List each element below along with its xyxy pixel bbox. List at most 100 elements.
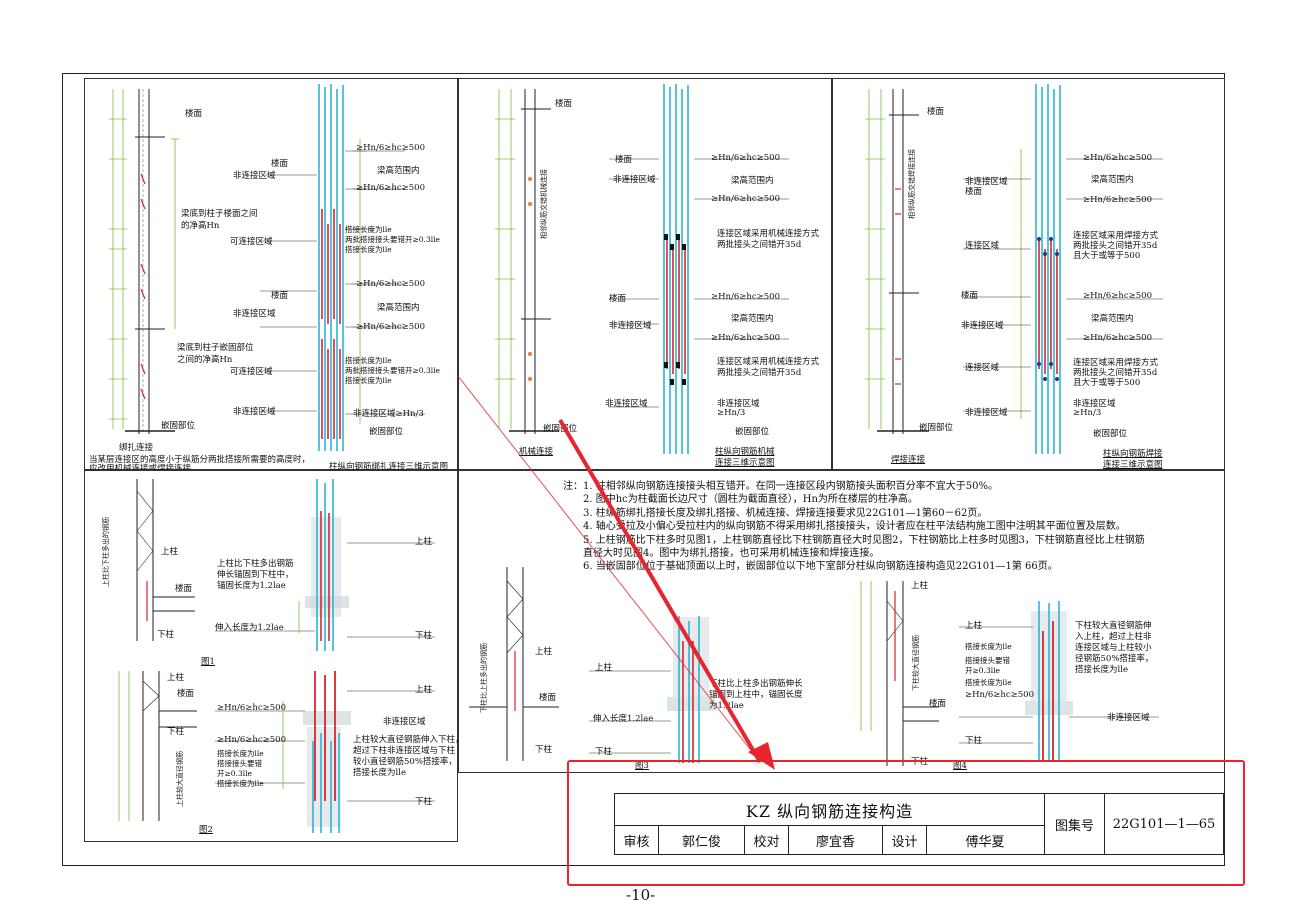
connection-zone-label: 连接区域 xyxy=(965,363,1000,373)
fig4-note-4: 径钢筋50%搭接率， xyxy=(1075,654,1154,664)
signature-row: 审核 郭仁俊 校对 廖宜香 设计 傅华夏 xyxy=(615,826,1045,854)
fig3-caption: 图3 xyxy=(635,761,649,771)
floor-label: 楼面 xyxy=(965,187,983,197)
lap-length-label: 搭接长度为lle xyxy=(345,376,392,385)
embed-label: 嵌固部位 xyxy=(1093,429,1128,439)
mech-caption: 机械连接 xyxy=(519,447,554,457)
bind-bottom-note-1: 当某层连接区的高度小于纵筋分两批搭接所需要的高度时， xyxy=(89,455,311,465)
beam-range-label: 梁高范围内 xyxy=(377,166,420,176)
note-item: 4. 轴心受拉及小偏心受拉柱内的纵向钢筋不得采用绑扎搭接接头，设计者应在柱平法结… xyxy=(583,521,1126,533)
upper-column-label: 上柱 xyxy=(595,663,613,673)
floor-label: 楼面 xyxy=(185,109,203,119)
non-connection-label: 非连接区域 xyxy=(383,717,426,727)
fig1-note-3: 锚固长度为1.2lae xyxy=(217,581,286,591)
lap-stagger-label: 两批搭接接头要错开≥0.3lle xyxy=(345,235,440,244)
fig2-note-2: 超过下柱非连接区域与下柱 xyxy=(353,746,456,756)
fig1-extend-label: 伸入长度为1.2lae xyxy=(215,623,284,633)
fig4-note-5: 搭接长度为lle xyxy=(1075,665,1128,675)
floor-label: 楼面 xyxy=(271,291,289,301)
lower-column-label: 下柱 xyxy=(167,727,185,737)
title-block: KZ 纵向钢筋连接构造 审核 郭仁俊 校对 廖宜香 设计 傅华夏 图集号 22G… xyxy=(614,793,1224,855)
fig2-caption: 图2 xyxy=(199,825,213,835)
fig4-side-note: 下柱较大直径钢筋 xyxy=(912,635,920,691)
bind-caption: 绑扎连接 xyxy=(119,443,154,453)
weld-view-caption-1: 柱纵向钢筋焊接 xyxy=(1103,449,1163,459)
dim-top-label: ≥Hn/6≥hc≥500 xyxy=(711,153,780,163)
check-name: 廖宜香 xyxy=(789,826,883,854)
lap-stagger-label: 搭接接头要错 xyxy=(965,656,1010,665)
fig4-note-3: 连接区域与上柱较小 xyxy=(1075,643,1152,653)
mech-conn-note-2: 两批接头之间错开35d xyxy=(717,240,802,250)
non-connection-bottom-label: 非连接区域 xyxy=(605,399,648,409)
upper-column-label: 上柱 xyxy=(415,685,433,695)
lower-column-label: 下柱 xyxy=(911,757,929,767)
weld-side-note: 相邻纵筋交错焊接连接 xyxy=(908,149,916,219)
note-item: 6. 当嵌固部位位于基础顶面以上时，嵌固部位以下地下室部分柱纵向钢筋连接构造见2… xyxy=(583,561,1058,573)
connection-zone-label: 可连接区域 xyxy=(230,237,273,247)
weld-caption: 焊接连接 xyxy=(891,455,926,465)
bind-drawing xyxy=(109,84,425,451)
non-connection-label: 非连接区域 xyxy=(233,309,276,319)
bind-view-caption: 柱纵向钢筋绑扎连接三维示意图 xyxy=(329,462,449,472)
embed-label: 嵌固部位 xyxy=(161,421,196,431)
lower-column-label: 下柱 xyxy=(535,745,553,755)
hn3-label: ≥Hn/3 xyxy=(1073,408,1102,418)
embed-label: 嵌固部位 xyxy=(735,427,770,437)
beam-bottom-note: 梁底到柱子楼面之间的净高Hn xyxy=(181,209,258,231)
lower-column-label: 下柱 xyxy=(157,630,175,640)
beam-range-label: 梁高范围内 xyxy=(1091,314,1134,324)
drawing-title: KZ 纵向钢筋连接构造 xyxy=(615,794,1045,826)
check-label: 校对 xyxy=(745,826,789,854)
note-item: 1. 柱相邻纵向钢筋连接接头相互错开。在同一连接区段内钢筋接头面积百分率不宜大于… xyxy=(583,481,998,492)
fig4-note-2: 入上柱，超过上柱非 xyxy=(1075,632,1152,642)
embed-label: 嵌固部位 xyxy=(919,423,954,433)
beam-range-label: 梁高范围内 xyxy=(731,314,774,324)
panel-mechanical-connection: 楼面 楼面 非连接区域 ≥Hn/6≥hc≥500 梁高范围内 ≥Hn/6≥hc≥… xyxy=(458,78,832,470)
floor-label: 楼面 xyxy=(609,294,627,304)
dim-top-label: ≥Hn/6≥hc≥500 xyxy=(1083,291,1152,301)
mech-conn-note-2: 两批接头之间错开35d xyxy=(717,368,802,378)
floor-label: 楼面 xyxy=(175,584,193,594)
fig3-extend-label: 伸入长度1.2lae xyxy=(593,714,654,724)
fig4-note-1: 下柱较大直径钢筋伸 xyxy=(1075,621,1152,631)
non-connection-label: 非连接区域 xyxy=(961,321,1004,331)
lap-length-label: 搭接长度为lle xyxy=(345,225,392,234)
lap-length-label: 搭接长度为lle xyxy=(217,779,264,788)
fig4-caption: 图4 xyxy=(953,761,967,771)
dim-top-label: ≥Hn/6≥hc≥500 xyxy=(217,703,286,713)
dim-top-label: ≥Hn/6≥hc≥500 xyxy=(356,183,425,193)
page-number: -10- xyxy=(626,886,656,904)
beam-range-label: 梁高范围内 xyxy=(377,303,420,313)
dim-top-label: ≥Hn/6≥hc≥500 xyxy=(711,333,780,343)
dim-top-label: ≥Hn/6≥hc≥500 xyxy=(356,279,425,289)
panel-bind-connection: 楼面 楼面 非连接区域 梁底到柱子楼面之间的净高Hn 可连接区域 楼面 非连接区… xyxy=(84,78,458,474)
design-label: 设计 xyxy=(883,826,927,854)
note-item: 3. 柱纵筋绑扎搭接长度及绑扎搭接、机械连接、焊接连接要求见22G101—1第6… xyxy=(583,507,988,519)
fig2-note-1: 上柱较大直径钢筋伸入下柱， xyxy=(353,735,464,745)
review-label: 审核 xyxy=(615,826,659,854)
dim-top-label: ≥Hn/6≥hc≥500 xyxy=(711,194,780,204)
non-connection-label: 非连接区域 xyxy=(609,321,652,331)
non-connection-bottom-label: 非连接区域 xyxy=(1073,399,1116,409)
dim-top-label: ≥Hn/6≥hc≥500 xyxy=(1083,333,1152,343)
weld-conn-note-1: 连接区域采用焊接方式 xyxy=(1073,358,1159,368)
fig2-note-3: 较小直径钢筋50%搭接率， xyxy=(353,757,457,767)
dim-top-label: ≥Hn/6≥hc≥500 xyxy=(1083,153,1152,163)
mechanical-drawing xyxy=(495,84,789,454)
lap-length-label: 搭接长度为lle xyxy=(217,749,264,758)
fig2-note-4: 搭接长度为lle xyxy=(353,768,406,778)
lap-stagger-label-2: 开≥0.3lle xyxy=(217,769,252,778)
fig1-note-2: 伸长锚固到下柱中， xyxy=(217,570,294,580)
figure-1-2-drawing xyxy=(118,479,435,833)
fig1-side-note: 上柱比下柱多出的钢筋 xyxy=(102,517,110,587)
embed-label: 嵌固部位 xyxy=(369,427,404,437)
non-connection-label: 非连接区域 xyxy=(1107,713,1150,723)
note-item: 5. 上柱钢筋比下柱多时见图1，上柱钢筋直径比下柱钢筋直径大时见图2，下柱钢筋比… xyxy=(583,534,1145,546)
lower-column-label: 下柱 xyxy=(595,747,613,757)
mech-conn-note-1: 连接区域采用机械连接方式 xyxy=(717,357,820,367)
dim-top-label: ≥Hn/6≥hc≥500 xyxy=(356,322,425,332)
weld-view-caption-2: 连接三维示意图 xyxy=(1103,460,1163,470)
fig1-caption: 图1 xyxy=(201,657,215,667)
non-connection-label: 非连接区域 xyxy=(233,171,276,181)
upper-column-label: 上柱 xyxy=(965,621,983,631)
